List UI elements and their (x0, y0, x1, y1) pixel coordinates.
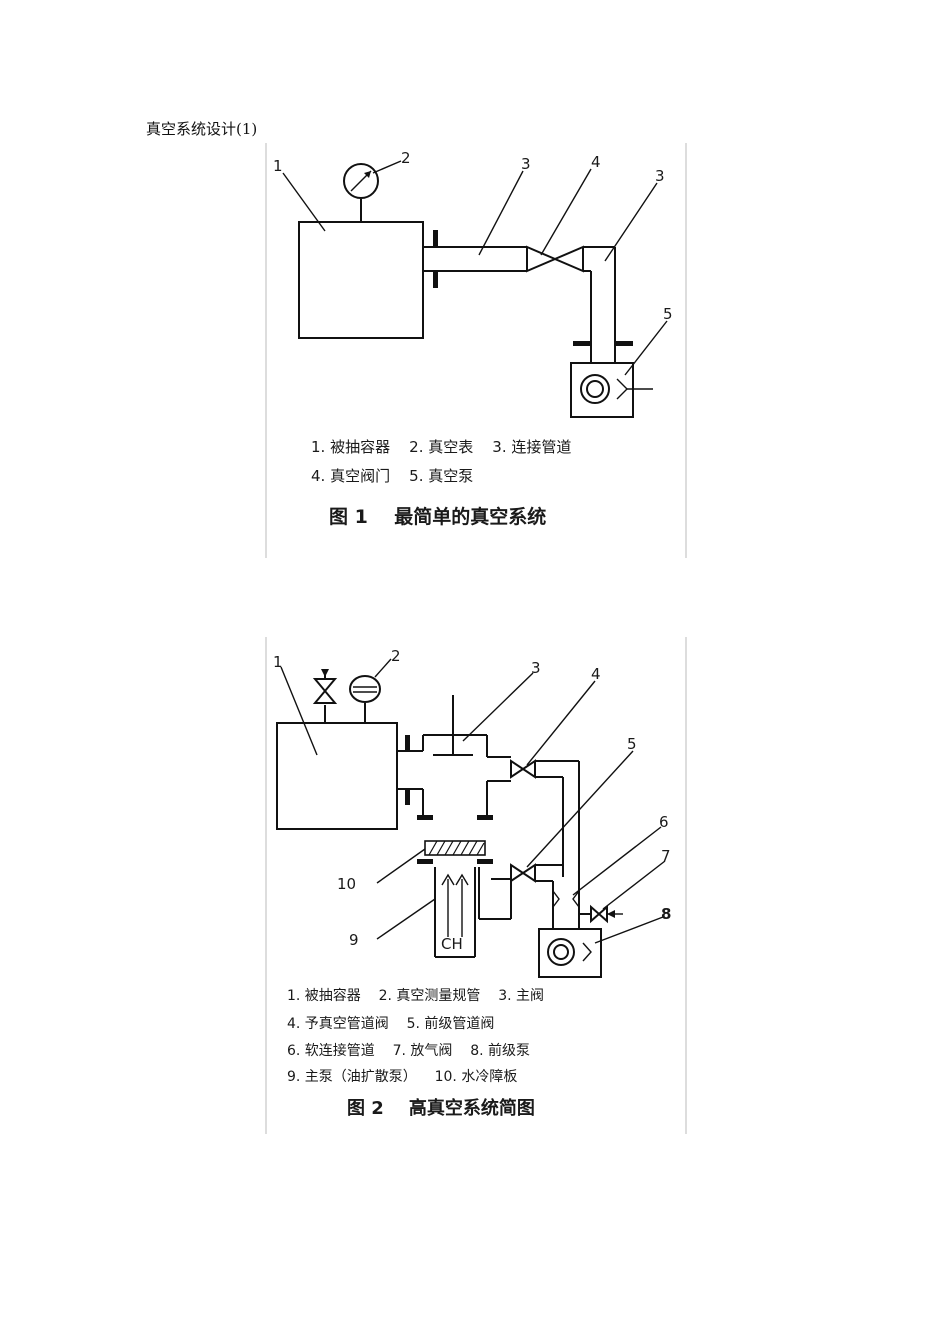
callout-10: 10 (337, 875, 356, 893)
callout-3: 3 (531, 659, 541, 677)
callout-3-elbow: 3 (655, 167, 665, 185)
vacuum-gauge-tube-shape (349, 675, 381, 703)
figure-caption: 图 1 最简单的真空系统 (329, 505, 546, 528)
legend-line-3: 6. 软连接管道 7. 放气阀 8. 前级泵 (287, 1042, 530, 1059)
callout-2: 2 (391, 647, 401, 665)
legend-line-2: 4. 予真空管道阀 5. 前级管道阀 (287, 1015, 494, 1032)
figure-2-high-vacuum-system: CH (265, 637, 687, 1134)
callout-2: 2 (401, 149, 411, 167)
document-title: 真空系统设计(1) (146, 120, 258, 138)
callout-7: 7 (661, 847, 671, 865)
diffusion-pump-label: CH (441, 935, 463, 953)
legend-line-1: 1. 被抽容器 2. 真空测量规管 3. 主阀 (287, 987, 544, 1004)
callout-1: 1 (273, 157, 283, 175)
callout-5: 5 (627, 735, 637, 753)
figure-1-diagram: 1 2 3 4 3 5 1. 被抽容器 2. 真空表 3. 连接管道 4. 真空… (265, 143, 687, 558)
figure-2-diagram: CH (265, 637, 687, 1134)
figure-caption: 图 2 高真空系统简图 (347, 1097, 535, 1119)
callout-1: 1 (273, 653, 283, 671)
vacuum-pump-shape (570, 362, 634, 418)
vacuum-gauge-shape (343, 163, 379, 199)
callout-6: 6 (659, 813, 669, 831)
legend-line-4: 9. 主泵（油扩散泵） 10. 水冷障板 (287, 1069, 517, 1085)
callout-5: 5 (663, 305, 673, 323)
roughing-valve-shape (510, 759, 525, 779)
vent-valve-shape (590, 904, 601, 924)
legend-line-2: 4. 真空阀门 5. 真空泵 (311, 467, 473, 485)
pumped-container-shape (298, 221, 424, 339)
callout-8: 8 (661, 905, 671, 923)
callout-4: 4 (591, 153, 601, 171)
backing-pump-shape (538, 928, 602, 978)
pumped-container-shape (276, 722, 398, 830)
callout-9: 9 (349, 931, 359, 949)
foreline-valve-shape (510, 863, 525, 883)
vacuum-valve-shape (526, 245, 558, 273)
callout-3: 3 (521, 155, 531, 173)
water-cooled-baffle-shape (424, 840, 486, 856)
legend-line-1: 1. 被抽容器 2. 真空表 3. 连接管道 (311, 438, 571, 456)
callout-4: 4 (591, 665, 601, 683)
figure-1-simplest-vacuum-system: 1 2 3 4 3 5 1. 被抽容器 2. 真空表 3. 连接管道 4. 真空… (265, 143, 687, 558)
